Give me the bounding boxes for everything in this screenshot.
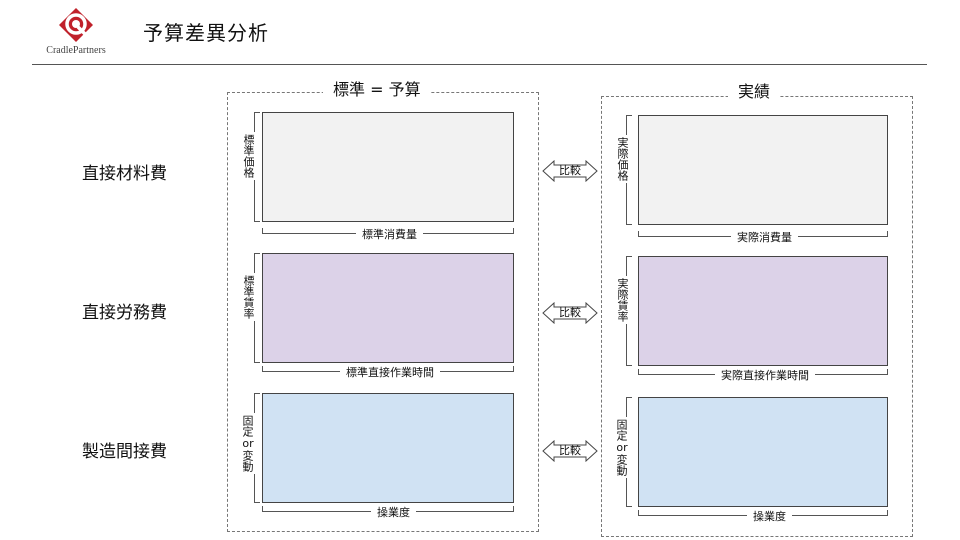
actual-fixed-or-variable-label: 固定 or 変動 — [615, 417, 629, 478]
double-arrow-icon — [542, 440, 598, 462]
compare-label: 比較 — [559, 306, 581, 319]
actual-operating-level-label: 操業度 — [747, 510, 792, 523]
fixed-text: 固定 — [241, 415, 254, 437]
row-label-manufacturing-overhead: 製造間接費 — [82, 442, 167, 462]
or-text: or — [242, 437, 254, 450]
standard-labor-cost-box — [262, 253, 514, 363]
compare-label: 比較 — [559, 444, 581, 457]
variable-text: 変動 — [615, 454, 628, 476]
actual-direct-labor-hours-label: 実際直接作業時間 — [715, 369, 815, 382]
page-title: 予算差異分析 — [143, 21, 269, 45]
standard-operating-level-label: 操業度 — [371, 506, 416, 519]
compare-arrow-material: 比較 — [542, 160, 598, 182]
actual-quantity-label: 実際消費量 — [731, 231, 798, 244]
company-logo: CradlePartners — [38, 7, 114, 61]
standard-direct-labor-hours-label: 標準直接作業時間 — [340, 366, 440, 379]
standard-overhead-cost-box — [262, 393, 514, 503]
actual-wage-rate-label: 実際賃率 — [615, 276, 629, 324]
standard-group-title: 標準 = 予算 — [323, 76, 431, 100]
standard-quantity-label: 標準消費量 — [356, 228, 423, 241]
actual-labor-cost-box — [638, 256, 888, 366]
row-label-direct-labor: 直接労務費 — [82, 303, 167, 323]
standard-price-label: 標準価格 — [241, 132, 255, 180]
actual-group-title: 実績 — [728, 78, 781, 102]
variable-text: 変動 — [241, 450, 254, 472]
standard-material-cost-box — [262, 112, 514, 222]
logo-mark-icon — [59, 8, 93, 42]
actual-material-cost-box — [638, 115, 888, 225]
standard-wage-rate-label: 標準賃率 — [241, 273, 255, 321]
or-text: or — [616, 441, 628, 454]
double-arrow-icon — [542, 302, 598, 324]
actual-overhead-cost-box — [638, 397, 888, 507]
row-label-direct-material: 直接材料費 — [82, 164, 167, 184]
fixed-text: 固定 — [615, 419, 628, 441]
logo-text: CradlePartners — [46, 45, 106, 56]
compare-arrow-labor: 比較 — [542, 302, 598, 324]
compare-label: 比較 — [559, 164, 581, 177]
double-arrow-icon — [542, 160, 598, 182]
actual-price-label: 実際価格 — [615, 135, 629, 183]
compare-arrow-overhead: 比較 — [542, 440, 598, 462]
title-divider — [32, 64, 927, 65]
standard-fixed-or-variable-label: 固定 or 変動 — [241, 413, 255, 474]
